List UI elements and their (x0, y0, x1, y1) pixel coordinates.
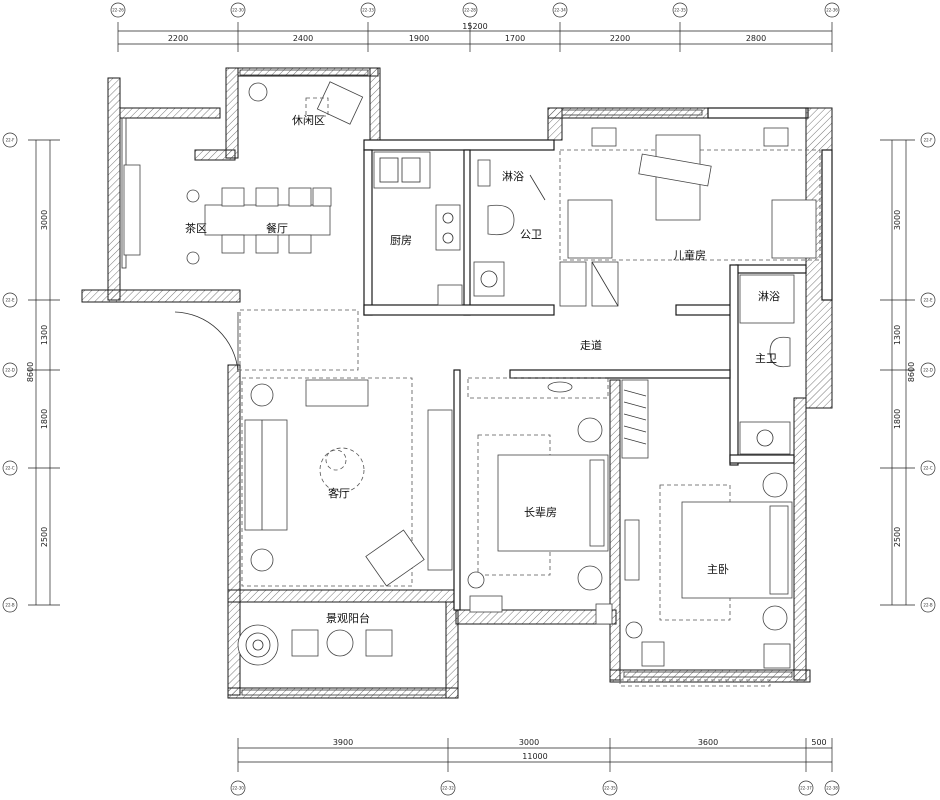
label-kitchen: 厨房 (390, 234, 412, 247)
axis-label: 22-F (924, 138, 934, 143)
bottom-total-dim: 11000 (522, 752, 547, 761)
label-corridor: 走道 (580, 338, 602, 352)
walls (81, 67, 833, 699)
leisure-chairs (248, 81, 364, 125)
label-balcony: 景观阳台 (326, 611, 370, 625)
left-dim-2: 1300 (40, 325, 49, 345)
axis-label: 22-D (5, 368, 15, 373)
axis-label: 22-26 (112, 8, 124, 13)
axis-label: 22-B (923, 603, 932, 608)
closet-hangers (621, 379, 649, 459)
axis-label: 22-E (5, 298, 15, 303)
label-master-bath: 主卫 (755, 352, 777, 365)
label-tea: 茶区 (185, 222, 207, 235)
label-living: 客厅 (328, 486, 350, 500)
left-axis-markers: 22-F 22-E 22-D 22-C 22-B (2, 132, 18, 613)
axis-label: 22-C (923, 466, 933, 471)
right-dim-4: 2500 (893, 527, 902, 547)
axis-label: 22-35 (604, 786, 616, 791)
dining-table (123, 164, 332, 265)
label-leisure: 休闲区 (292, 113, 325, 127)
axis-label: 22-37 (800, 786, 812, 791)
public-bath-fixtures (473, 159, 546, 297)
living-room-furniture (244, 379, 425, 587)
top-dim-4: 1700 (505, 34, 525, 43)
axis-label: 22-33 (362, 8, 374, 13)
bottom-axis-markers: 22-30 22-32 22-35 22-37 22-38 (230, 780, 840, 796)
kids-room-furniture (559, 127, 817, 307)
left-total-dim: 8600 (26, 362, 35, 382)
sliding-door-living (427, 409, 453, 571)
right-dim-3: 1800 (893, 409, 902, 429)
wardrobe-door (624, 519, 640, 581)
top-dim-3: 1900 (409, 34, 429, 43)
top-total-dim: 15200 (462, 22, 487, 31)
axis-label: 22-30 (232, 8, 244, 13)
bottom-dim-4: 500 (811, 738, 826, 747)
left-dim-3: 1800 (40, 409, 49, 429)
bottom-dim-2: 3000 (519, 738, 539, 747)
master-bath-fixtures (739, 274, 795, 455)
doors (174, 311, 640, 581)
axis-label: 22-E (923, 298, 933, 303)
axis-label: 22-35 (674, 8, 686, 13)
bottom-dim-1: 3900 (333, 738, 353, 747)
label-shower-master: 淋浴 (758, 290, 780, 303)
right-dim-2: 1300 (893, 325, 902, 345)
left-dimension-chain: 8600 3000 1300 1800 2500 22-F 22-E 22-D … (2, 132, 60, 613)
bottom-dimension-chain: 3900 3000 3600 500 11000 22-30 22-32 22-… (230, 738, 840, 796)
axis-label: 22-C (5, 466, 15, 471)
top-axis-markers: 22-26 22-30 22-33 22-28 22-34 22-35 22-3… (110, 2, 840, 18)
left-dim-1: 3000 (40, 210, 49, 230)
axis-label: 22-36 (826, 8, 838, 13)
axis-label: 22-38 (826, 786, 838, 791)
master-bedroom-furniture (595, 472, 793, 669)
windows (121, 69, 793, 696)
top-dim-2: 2400 (293, 34, 313, 43)
axis-label: 22-28 (464, 8, 476, 13)
right-axis-markers: 22-F 22-E 22-D 22-C 22-B (920, 132, 936, 613)
axis-label: 22-30 (232, 786, 244, 791)
axis-label: 22-34 (554, 8, 566, 13)
top-dim-1: 2200 (168, 34, 188, 43)
bottom-dim-3: 3600 (698, 738, 718, 747)
label-elder-room: 长辈房 (524, 505, 557, 519)
balcony-furniture (237, 624, 393, 666)
potted-plant-icon (237, 624, 279, 666)
label-public-bath: 公卫 (520, 228, 542, 241)
kitchen-fixtures (373, 151, 463, 306)
top-dim-6: 2800 (746, 34, 766, 43)
axis-label: 22-32 (442, 786, 454, 791)
axis-label: 22-F (6, 138, 16, 143)
right-dimension-chain: 8600 3000 1300 1800 2500 22-F 22-E 22-D … (880, 132, 936, 613)
label-dining: 餐厅 (266, 221, 288, 235)
label-master-bedroom: 主卧 (707, 563, 729, 576)
top-dimension-chain: 15200 2200 2400 1900 1700 2200 2800 22-2… (110, 2, 840, 52)
right-dim-1: 3000 (893, 210, 902, 230)
elder-room-furniture (467, 379, 649, 613)
axis-label: 22-D (923, 368, 933, 373)
room-labels: 休闲区 茶区 餐厅 厨房 淋浴 公卫 儿童房 走道 淋浴 主卫 客厅 长辈房 主… (185, 113, 780, 625)
label-shower-public: 淋浴 (502, 170, 524, 183)
left-dim-4: 2500 (40, 527, 49, 547)
label-kids-room: 儿童房 (673, 248, 706, 262)
right-total-dim: 8600 (907, 362, 916, 382)
top-dim-5: 2200 (610, 34, 630, 43)
axis-label: 22-B (5, 603, 14, 608)
